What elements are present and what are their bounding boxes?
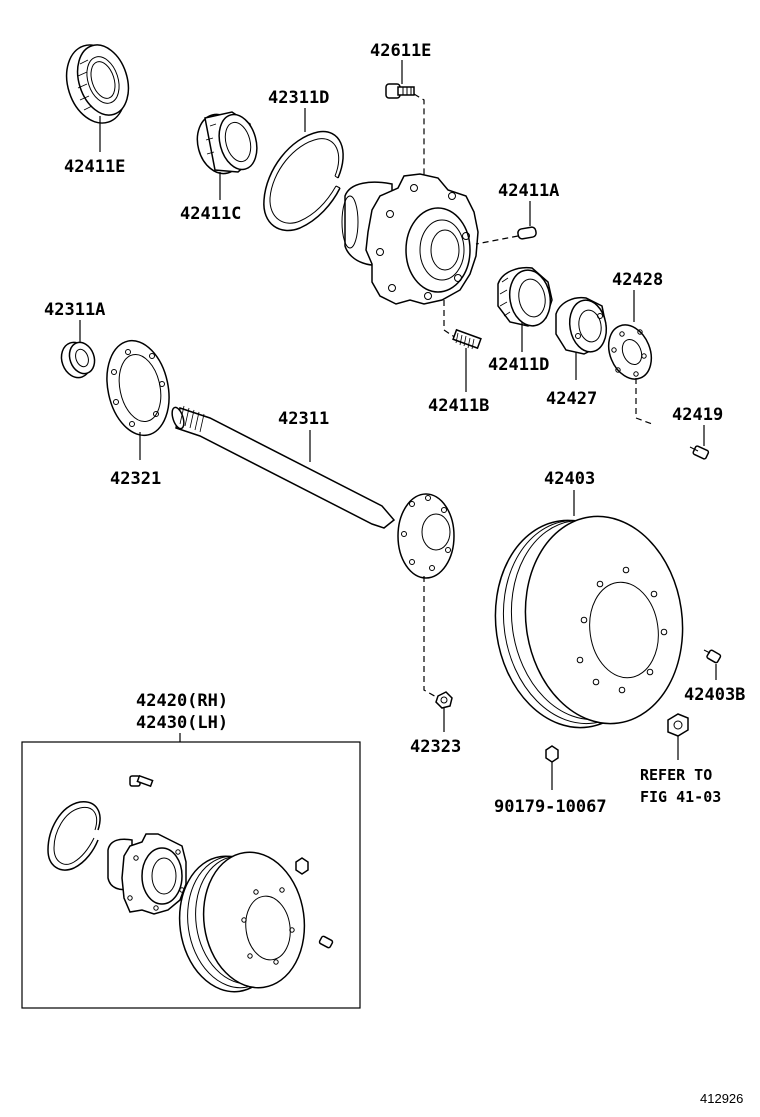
leader-42411a-dashed bbox=[475, 235, 519, 245]
oil-seal-42411e[interactable] bbox=[57, 37, 137, 130]
leader-42611e-dashed bbox=[413, 93, 425, 176]
label-42411e: 42411E bbox=[64, 157, 125, 177]
label-42311d: 42311D bbox=[268, 88, 329, 108]
gasket-42321[interactable] bbox=[99, 335, 178, 441]
hub-bolt-42611e[interactable] bbox=[385, 83, 415, 99]
axle-shaft-42311[interactable] bbox=[170, 405, 455, 579]
leader-42411b-dashed bbox=[443, 300, 457, 339]
label-42411c: 42411C bbox=[180, 204, 241, 224]
label-42419: 42419 bbox=[672, 405, 723, 425]
bearing-race-42411c[interactable] bbox=[191, 109, 263, 178]
assembly-hub-bolt[interactable] bbox=[129, 774, 154, 788]
plate-42428[interactable] bbox=[601, 319, 659, 386]
assembly-snap-ring[interactable] bbox=[47, 801, 101, 871]
bearing-retainer-42427[interactable] bbox=[555, 296, 610, 355]
assembly-bolt[interactable] bbox=[318, 935, 334, 949]
label-42321: 42321 bbox=[110, 469, 161, 489]
bearing-42411d[interactable] bbox=[497, 266, 555, 329]
label-42323: 42323 bbox=[410, 737, 461, 757]
bolt-90179-10067[interactable] bbox=[545, 745, 559, 763]
label-42311a: 42311A bbox=[44, 300, 105, 320]
label-42428: 42428 bbox=[612, 270, 663, 290]
label-42411a: 42411A bbox=[498, 181, 559, 201]
assembly-nut[interactable] bbox=[295, 857, 309, 875]
leader-42419-dashed bbox=[635, 378, 653, 425]
axle-hub[interactable] bbox=[341, 173, 479, 305]
leader-42323-dashed bbox=[423, 576, 439, 699]
snap-ring-42311d[interactable] bbox=[263, 130, 344, 232]
label-42411b: 42411B bbox=[428, 396, 489, 416]
refer-note-line1: REFER TO bbox=[640, 766, 712, 784]
bolt-42403b[interactable] bbox=[703, 649, 722, 664]
label-42403: 42403 bbox=[544, 469, 595, 489]
assembly-hub[interactable] bbox=[107, 833, 187, 915]
bolt-42419[interactable] bbox=[689, 445, 710, 460]
label-42430-lh: 42430(LH) bbox=[136, 713, 228, 733]
snap-ring-42311a[interactable] bbox=[57, 338, 99, 381]
assembly-box bbox=[21, 741, 361, 1009]
label-42411d: 42411D bbox=[488, 355, 549, 375]
stud-bolt-42411b[interactable] bbox=[452, 328, 482, 350]
brake-drum-42403[interactable] bbox=[482, 506, 695, 738]
refer-note-line2: FIG 41-03 bbox=[640, 788, 721, 806]
hub-nut[interactable] bbox=[667, 713, 689, 737]
figure-number: 412926 bbox=[700, 1091, 743, 1106]
label-42427: 42427 bbox=[546, 389, 597, 409]
label-42611e: 42611E bbox=[370, 41, 431, 61]
pin-42411a[interactable] bbox=[517, 226, 537, 240]
label-42403b: 42403B bbox=[684, 685, 745, 705]
nut-42323[interactable] bbox=[435, 691, 453, 709]
label-42311: 42311 bbox=[278, 409, 329, 429]
label-90179-10067: 90179-10067 bbox=[494, 797, 607, 817]
label-42420-rh: 42420(RH) bbox=[136, 691, 228, 711]
assembly-brake-drum[interactable] bbox=[171, 846, 313, 999]
